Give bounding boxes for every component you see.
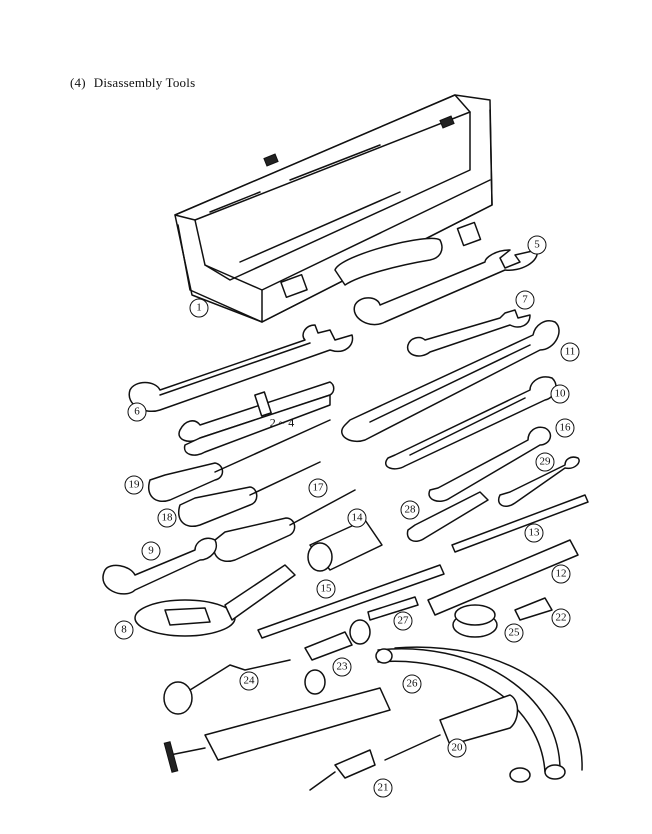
section-number: (4): [70, 75, 86, 90]
callout-1: 1: [189, 298, 209, 318]
hoses-26: [375, 646, 583, 783]
screwdriver-17: [213, 489, 356, 562]
wrench-set-2-4: [178, 381, 335, 456]
callout-6: 6: [127, 402, 147, 422]
wrench-5: [353, 249, 538, 326]
callout-20: 20: [447, 738, 467, 758]
box-wrench-16: [428, 426, 552, 502]
callout-23: 23: [332, 657, 352, 677]
lifter-24: [163, 659, 291, 715]
section-heading: (4) Disassembly Tools: [70, 75, 195, 91]
socket-14: [307, 519, 383, 572]
wrench-9: [102, 537, 217, 595]
pin-27: [367, 596, 419, 621]
callout-11: 11: [560, 342, 580, 362]
wrench-7: [406, 309, 531, 357]
callout-12: 12: [551, 564, 571, 584]
bar-13: [451, 494, 589, 553]
tool-box: [174, 94, 493, 323]
handle-12: [427, 539, 579, 616]
callout-25: 25: [504, 623, 524, 643]
callout-8: 8: [114, 620, 134, 640]
callout-27: 27: [393, 611, 413, 631]
callout-24: 24: [239, 671, 259, 691]
bar-15: [257, 564, 445, 639]
callout-13: 13: [524, 523, 544, 543]
callout-7: 7: [515, 290, 535, 310]
adjustable-wrench-29: [498, 456, 580, 507]
punch-22: [514, 597, 553, 621]
oiler-20: [384, 694, 519, 761]
callout-2-4: 2 ~ 4: [269, 415, 295, 430]
callout-17: 17: [308, 478, 328, 498]
cap-25: [452, 604, 498, 638]
box-wrench-11: [341, 320, 560, 442]
screwdriver-18: [178, 461, 321, 527]
bolt-23: [304, 619, 371, 695]
callout-5: 5: [527, 235, 547, 255]
section-title: Disassembly Tools: [93, 75, 196, 90]
callout-10: 10: [550, 384, 570, 404]
wrench-6: [128, 324, 354, 412]
callout-26: 26: [402, 674, 422, 694]
callout-14: 14: [347, 508, 367, 528]
callout-22: 22: [551, 608, 571, 628]
wrench-28: [406, 491, 489, 542]
hex-wrench-8: [134, 564, 296, 637]
callout-29: 29: [535, 452, 555, 472]
screwdriver-19: [148, 419, 331, 502]
callout-9: 9: [141, 541, 161, 561]
nozzle-21: [309, 749, 376, 791]
callout-28: 28: [400, 500, 420, 520]
callout-21: 21: [373, 778, 393, 798]
grease-gun: [163, 687, 391, 773]
callout-18: 18: [157, 508, 177, 528]
callout-19: 19: [124, 475, 144, 495]
callout-16: 16: [555, 418, 575, 438]
callout-15: 15: [316, 579, 336, 599]
